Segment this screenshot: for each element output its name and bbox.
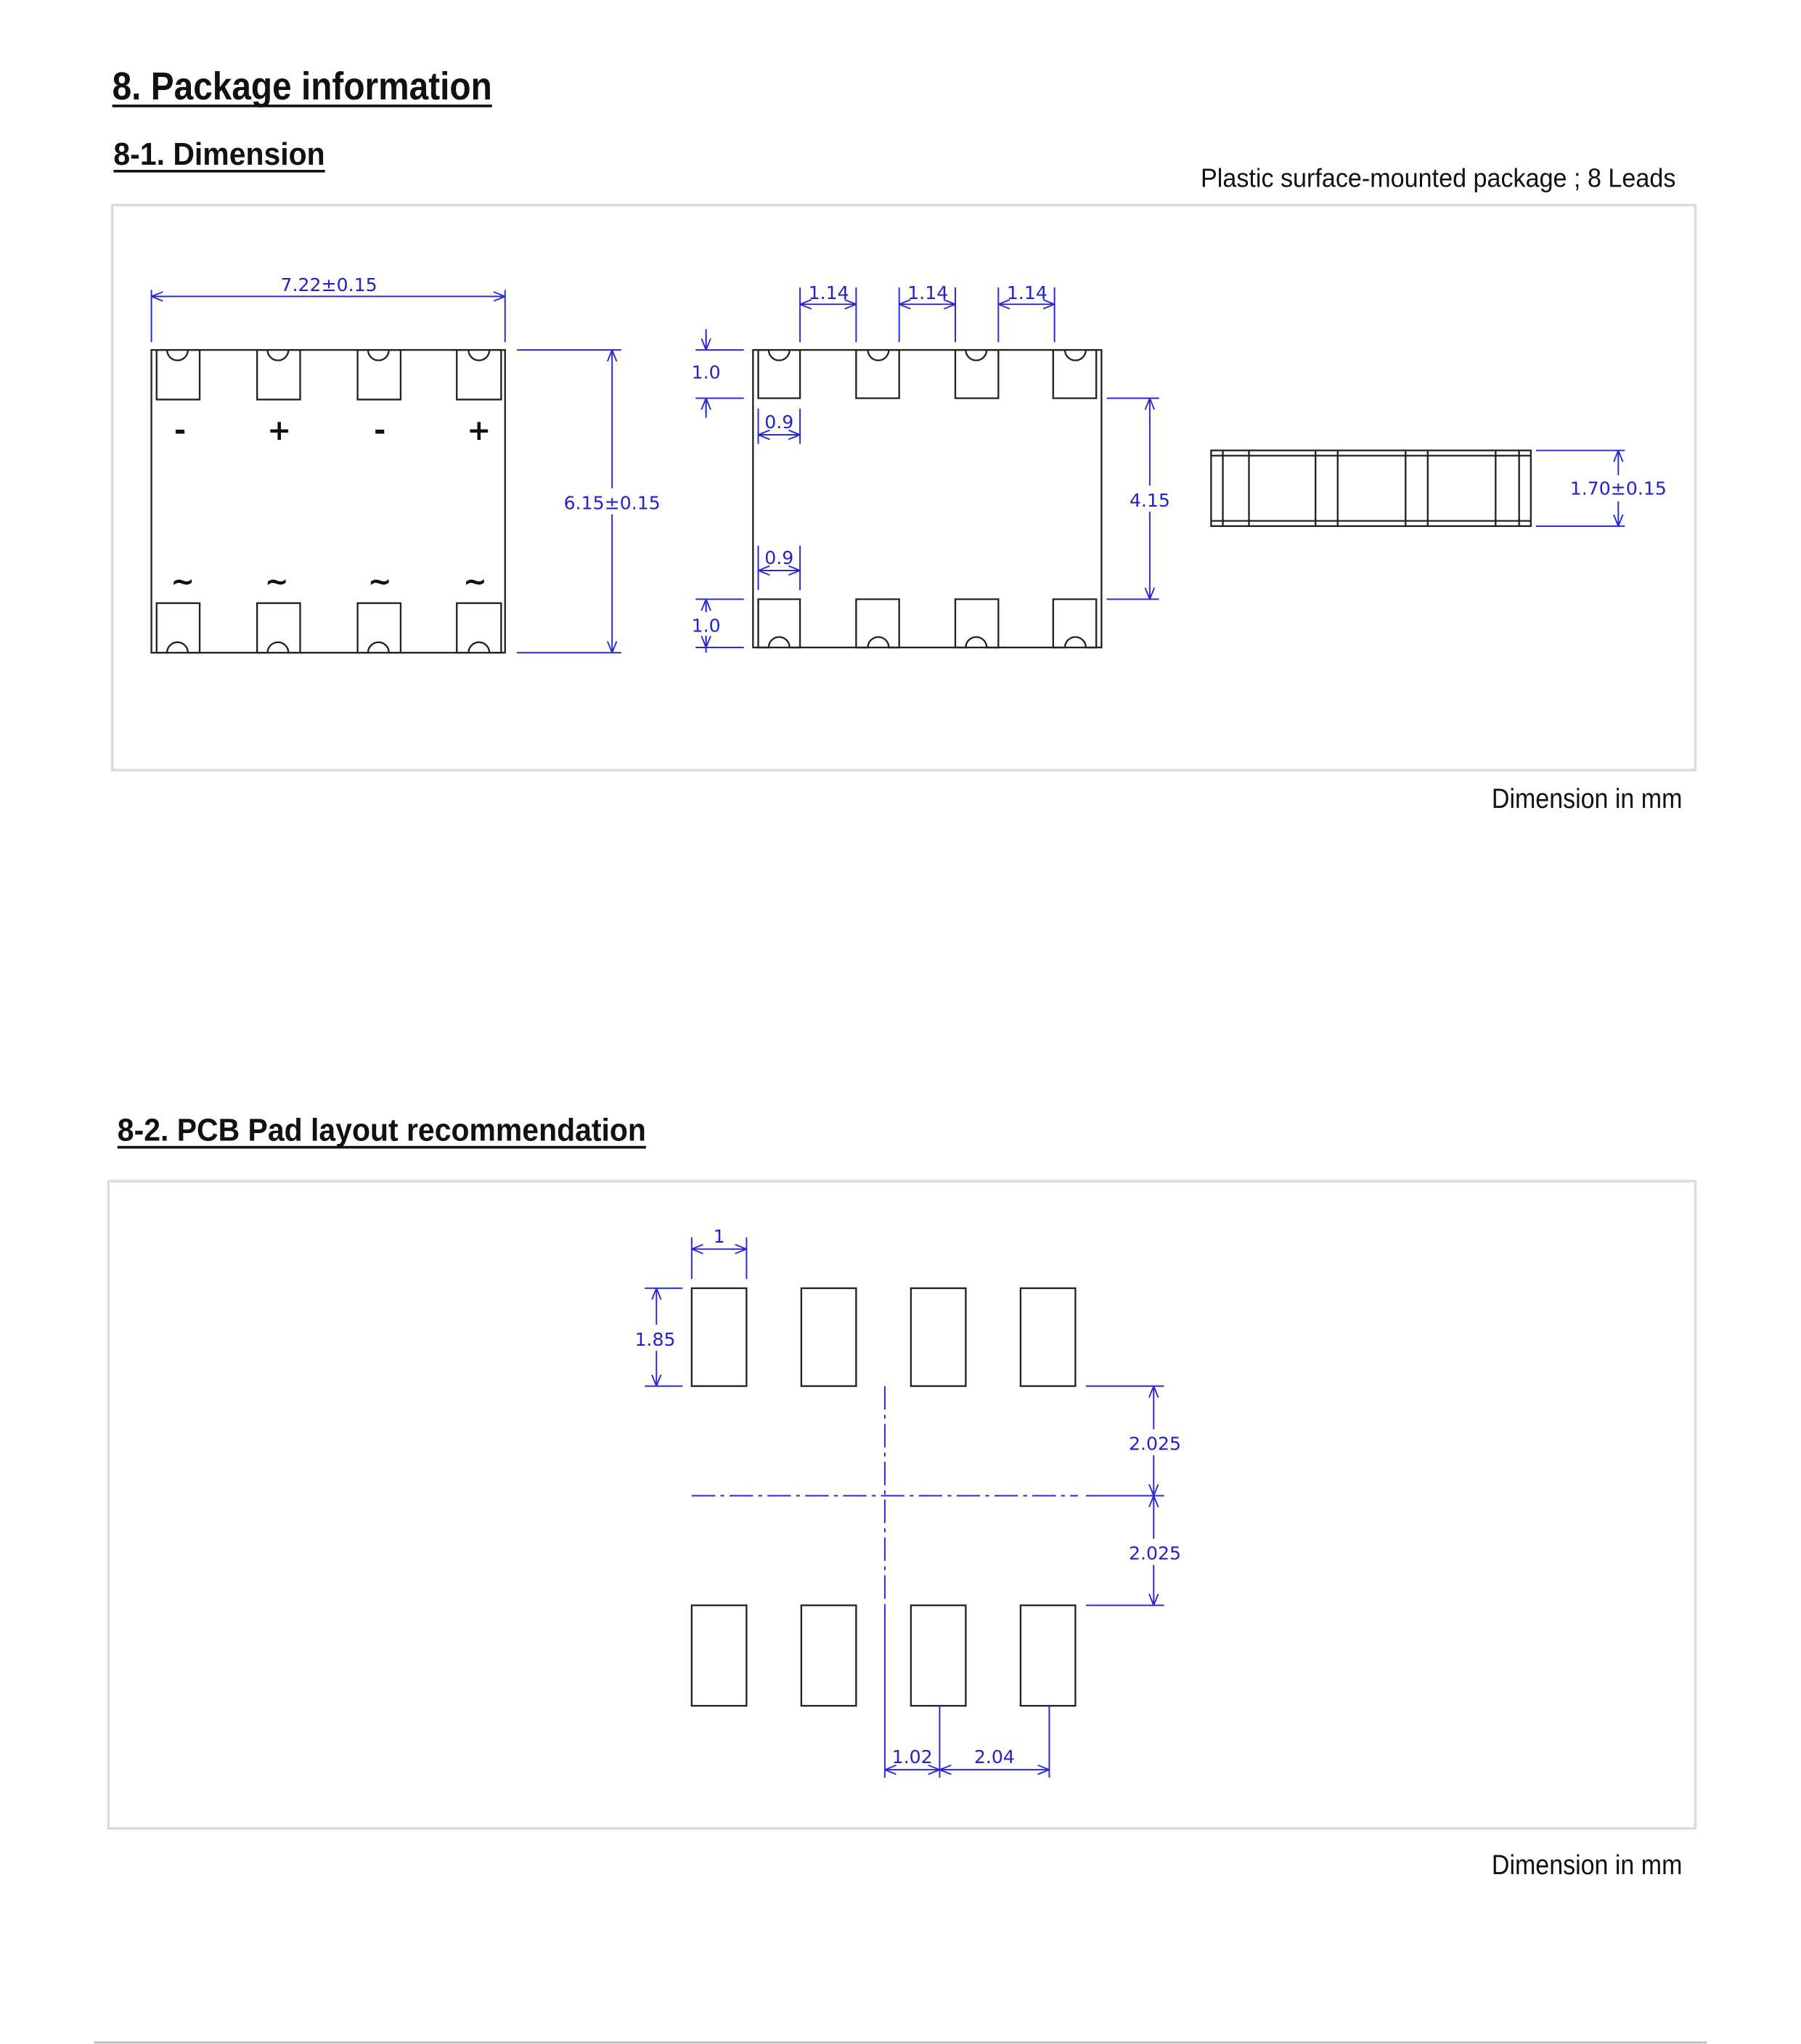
dimension-heading: 8-1. Dimension: [113, 137, 324, 172]
pin-mark: ~: [368, 565, 392, 599]
pin-mark: ~: [265, 565, 289, 599]
pad-width-bottom: 0.9: [764, 547, 793, 568]
pin-mark: ~: [463, 565, 487, 599]
section-title: 8. Package information: [113, 65, 492, 108]
pad-length-top: 1.0: [692, 362, 721, 383]
side-view-drawing: 1.70±0.15: [1210, 449, 1667, 527]
pad-width-dimension: 1: [714, 1226, 725, 1247]
pad-width-top: 0.9: [764, 412, 793, 433]
top-view-drawing: - + - + ~ ~ ~ ~ 7.22±0.15 6.15±0.15: [150, 274, 663, 654]
pitch-dimension: 1.14: [1007, 282, 1047, 303]
half-span-top-dimension: 2.025: [1129, 1434, 1181, 1455]
inner-gap-dimension: 4.15: [1130, 490, 1170, 511]
pad-height-dimension: 1.85: [635, 1329, 676, 1350]
width-dimension: 7.22±0.15: [280, 274, 377, 295]
dimension-figure-frame: [110, 203, 1697, 772]
half-span-bottom-dimension: 2.025: [1129, 1543, 1181, 1564]
pad-pitch-dimension: 2.04: [974, 1746, 1015, 1767]
package-description: Plastic surface-mounted package ; 8 Lead…: [1201, 163, 1675, 192]
pin-mark: ~: [171, 565, 195, 599]
pitch-dimension: 1.14: [809, 282, 849, 303]
pin-mark: +: [267, 414, 291, 447]
pcb-unit-note: Dimension in mm: [1492, 1849, 1682, 1880]
center-offset-dimension: 1.02: [892, 1746, 933, 1767]
height-dimension: 6.15±0.15: [564, 492, 661, 513]
pitch-dimension: 1.14: [907, 282, 948, 303]
pin-mark: -: [374, 414, 385, 447]
pcb-heading: 8-2. PCB Pad layout recommendation: [118, 1113, 646, 1148]
pin-mark: +: [467, 414, 491, 447]
thickness-dimension: 1.70±0.15: [1570, 478, 1667, 499]
pad-length-bottom: 1.0: [692, 615, 721, 636]
pin-mark: -: [174, 414, 186, 447]
pcb-pad-layout-drawing: 1 1.85 2.025 2.025 1.02 2.04: [632, 1226, 1185, 1778]
bottom-view-drawing: 1.14 1.14 1.14 1.0 1.0 0.9 0.9 4.15: [689, 282, 1175, 653]
dimension-unit-note: Dimension in mm: [1492, 783, 1682, 814]
pcb-figure-frame: [107, 1180, 1697, 1830]
